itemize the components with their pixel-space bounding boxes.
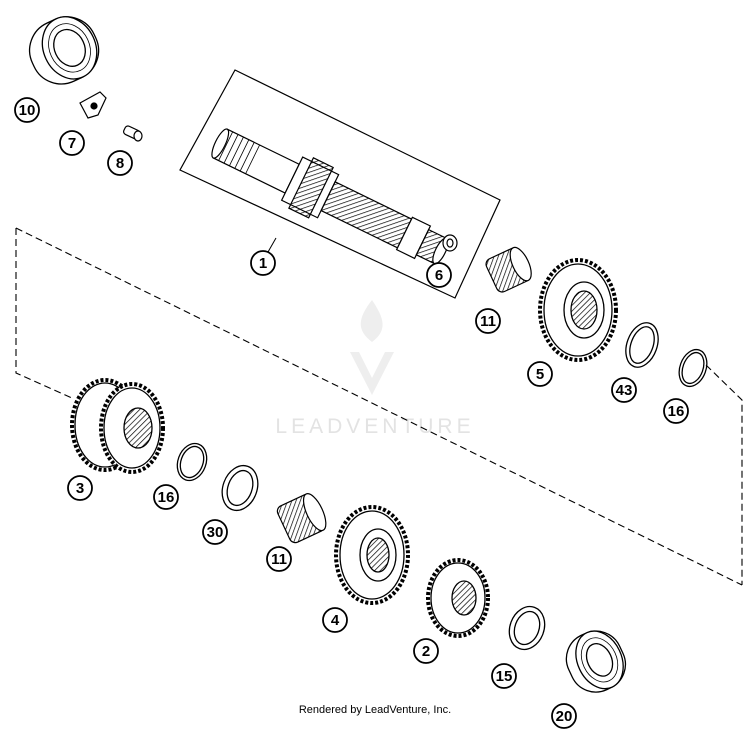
svg-text:8: 8 [116, 155, 124, 172]
callout-16-lower: 16 [153, 484, 179, 510]
callout-4: 4 [322, 607, 348, 633]
callout-43: 43 [611, 377, 637, 403]
callout-7: 7 [59, 130, 85, 156]
ring-6 [442, 234, 458, 252]
callout-11-upper: 11 [475, 308, 501, 334]
leader-lines [267, 237, 277, 253]
watermark-logo [350, 300, 394, 395]
svg-text:11: 11 [480, 313, 496, 330]
needle-bearing-11-lower [276, 493, 327, 544]
washer-30 [221, 464, 259, 512]
svg-text:16: 16 [668, 403, 685, 420]
svg-text:3: 3 [76, 480, 84, 497]
washer-15 [508, 605, 546, 651]
bearing-10 [28, 16, 100, 85]
callout-11-lower: 11 [266, 546, 292, 572]
callout-30: 30 [202, 519, 228, 545]
callout-6: 6 [426, 262, 452, 288]
svg-text:30: 30 [207, 524, 224, 541]
shaft-assembly-box [179, 69, 501, 299]
circlip-16-lower [176, 442, 208, 482]
callout-1: 1 [250, 250, 276, 276]
explode-line [15, 227, 743, 586]
render-credit: Rendered by LeadVenture, Inc. [298, 704, 452, 716]
watermark-text: LEADVENTURE [275, 415, 474, 438]
circlip-16-upper [678, 348, 708, 388]
bearing-20 [565, 630, 627, 693]
callout-3: 3 [67, 475, 93, 501]
svg-text:7: 7 [68, 135, 76, 152]
callout-5: 5 [527, 361, 553, 387]
svg-text:16: 16 [158, 489, 175, 506]
svg-text:5: 5 [536, 366, 544, 383]
callout-20: 20 [551, 703, 577, 729]
gear-2 [426, 558, 490, 638]
pin-8 [123, 125, 143, 142]
svg-text:4: 4 [331, 612, 340, 629]
callout-15: 15 [491, 663, 517, 689]
svg-text:6: 6 [435, 267, 443, 284]
washer-43 [625, 322, 659, 368]
callout-10: 10 [14, 97, 40, 123]
callout-2: 2 [413, 638, 439, 664]
svg-text:1: 1 [259, 255, 267, 272]
callout-8: 8 [107, 150, 133, 176]
lock-7 [79, 91, 107, 119]
needle-bearing-11-upper [485, 246, 532, 293]
svg-text:11: 11 [271, 551, 287, 568]
mainshaft-1 [211, 128, 449, 265]
svg-text:2: 2 [422, 643, 430, 660]
callout-16-upper: 16 [663, 398, 689, 424]
svg-text:20: 20 [556, 708, 573, 725]
svg-text:10: 10 [19, 102, 36, 119]
svg-text:43: 43 [616, 382, 633, 399]
svg-text:15: 15 [496, 668, 513, 685]
gear-3 [70, 378, 165, 474]
gear-4 [334, 505, 410, 605]
gear-5 [538, 258, 618, 362]
